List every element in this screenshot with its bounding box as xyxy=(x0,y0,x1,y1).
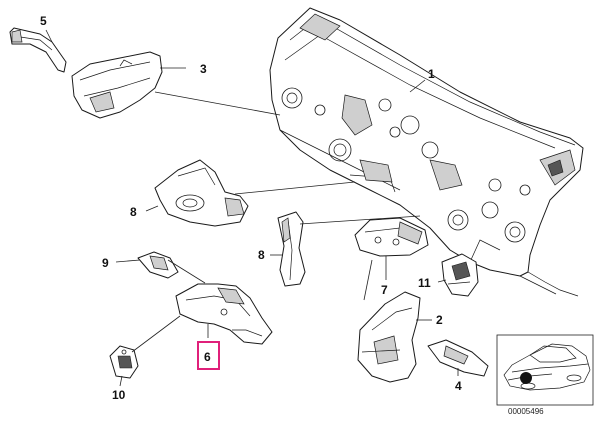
catalog-number: 00005496 xyxy=(508,407,544,416)
callout-2[interactable]: 2 xyxy=(436,313,443,327)
callout-7[interactable]: 7 xyxy=(381,283,388,297)
inset-frame xyxy=(496,334,594,406)
callout-10[interactable]: 10 xyxy=(112,388,126,402)
callout-1[interactable]: 1 xyxy=(428,67,435,81)
callout-11[interactable]: 11 xyxy=(418,276,431,290)
callout-3[interactable]: 3 xyxy=(200,62,207,76)
part-8-strut[interactable] xyxy=(277,211,306,287)
part-8-cowl-panel[interactable] xyxy=(154,159,249,227)
callout-9[interactable]: 9 xyxy=(102,256,109,270)
car-silhouette-icon xyxy=(503,343,591,391)
location-inset xyxy=(496,334,594,406)
callout-8-center[interactable]: 8 xyxy=(258,248,265,262)
callout-4[interactable]: 4 xyxy=(455,379,462,393)
callout-6[interactable]: 6 xyxy=(204,350,211,364)
part-1-bulkhead[interactable] xyxy=(269,7,584,297)
part-2-side-panel[interactable] xyxy=(357,291,421,383)
callout-5[interactable]: 5 xyxy=(40,14,47,28)
part-5-bracket[interactable] xyxy=(9,27,67,73)
highlight-box xyxy=(197,341,220,370)
part-4-panel[interactable] xyxy=(427,339,489,377)
part-7-reinforcement[interactable] xyxy=(354,217,429,257)
part-10-clip[interactable] xyxy=(109,345,139,379)
part-3-insulation[interactable] xyxy=(71,51,163,119)
location-marker-icon xyxy=(520,372,532,384)
part-9-bracket[interactable] xyxy=(137,251,179,279)
part-6-bracket[interactable] xyxy=(175,283,273,345)
callouts: 1 2 3 4 5 7 8 8 9 10 11 xyxy=(40,14,462,402)
callout-8-left[interactable]: 8 xyxy=(130,205,137,219)
callout-6-highlighted[interactable]: 6 xyxy=(197,341,220,370)
part-11-mount[interactable] xyxy=(441,253,479,297)
leader-lines xyxy=(45,29,459,387)
